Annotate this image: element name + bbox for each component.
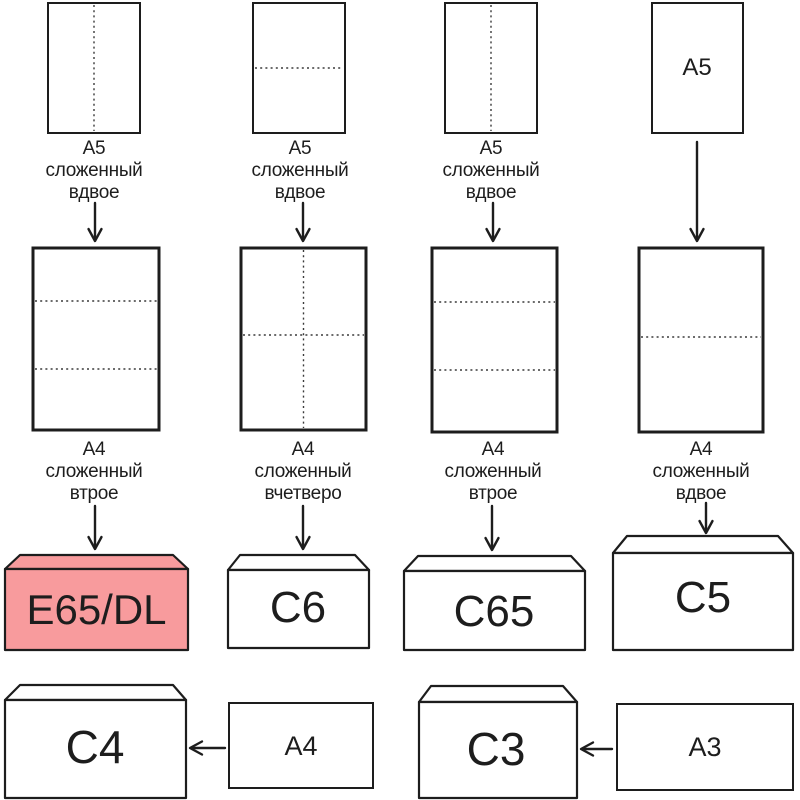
caption-line: A4 [482,439,505,460]
arrow-down-head [485,227,501,243]
envelope-body [226,568,371,650]
envelope-body [611,551,795,652]
caption-line: вдвое [676,483,726,504]
sheet-inside-label: A5 [682,54,711,81]
envelope-body [3,567,190,652]
arrow-down-head [698,519,714,535]
caption-line: вдвое [69,182,119,203]
column-2-a5: A5 сложенный вдвое [252,2,349,243]
sheet-label: A4 [284,731,317,761]
arrow-down-head [87,227,103,243]
sheet-a4 [430,246,559,434]
envelope-label: E65/DL [26,586,166,633]
caption-line: сложенный [653,461,750,482]
caption-line: вдвое [275,182,325,203]
envelope-label: C3 [467,723,526,775]
column-1-a4: A4 сложенный втрое [31,246,161,551]
caption-line: A4 [690,439,713,460]
caption-line: вдвое [466,182,516,203]
caption-line: сложенный [445,461,542,482]
caption-line: сложенный [46,461,143,482]
envelope-label: C5 [675,573,731,622]
caption-line: A5 [83,138,106,159]
envelope-flap [417,684,579,704]
envelope-c3: C3 [417,684,579,800]
caption-line: сложенный [443,160,540,181]
envelope-flap [3,553,190,571]
column-3-a4: A4 сложенный втрое [430,246,559,552]
envelope-label: C4 [66,721,125,773]
caption-line: вчетверо [265,483,342,504]
arrow-left-head [188,740,204,756]
column-4-a5: A5 [651,2,744,243]
envelope-label: C65 [454,587,535,636]
column-4-a4: A4 сложенный вдвое [637,246,765,535]
caption-line: A5 [289,138,312,159]
caption-line: A5 [480,138,503,159]
arrow-down-head [295,227,311,243]
arrow-left-head [579,741,595,757]
envelope-label: C6 [270,583,326,632]
envelope-flap [226,553,371,572]
envelope-c65: C65 [402,554,587,652]
arrow-a4-to-c4 [188,740,227,756]
caption-line: сложенный [46,160,143,181]
arrow-down-head [484,536,500,552]
sheet-a3-flat: A3 [616,703,794,791]
column-1-a5: A5 сложенный вдвое [46,2,143,243]
arrow-down-head [87,535,103,551]
sheet-a4-flat: A4 [228,702,374,789]
sheet-a5 [651,2,744,134]
caption-line: A4 [83,439,106,460]
caption-line: сложенный [252,160,349,181]
sheet-label: A3 [688,732,721,762]
envelope-c6: C6 [226,553,371,650]
caption-line: сложенный [255,461,352,482]
envelope-e65dl: E65/DL [3,553,190,652]
sheet-a4-landscape [228,702,374,789]
envelope-c4: C4 [3,683,188,800]
caption-line: A4 [292,439,315,460]
sheet-a4 [637,246,765,434]
envelope-c5: C5 [611,534,795,652]
arrow-a3-to-c3 [579,741,614,757]
envelope-body [3,698,188,800]
envelope-flap [3,683,188,702]
envelope-body [402,569,587,652]
envelope-flap [611,534,795,555]
caption-line: втрое [469,483,518,504]
column-3-a5: A5 сложенный вдвое [443,2,540,243]
sheet-a4 [31,246,161,432]
column-2-a4: A4 сложенный вчетверо [239,246,368,551]
caption-line: втрое [70,483,119,504]
envelope-body [417,700,579,800]
arrow-down-head [295,535,311,551]
sheet-a3-landscape [616,703,794,791]
arrow-down-head [689,227,705,243]
envelope-flap [402,554,587,573]
